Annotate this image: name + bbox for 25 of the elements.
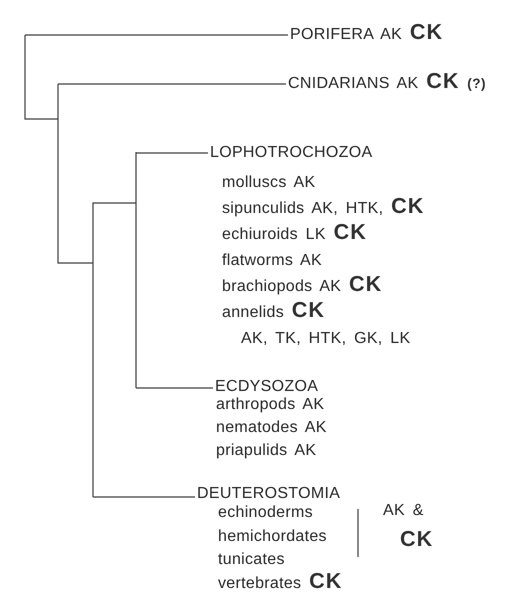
taxon-entry: nematodes AK: [216, 418, 327, 438]
taxon-entry: priapulids AK: [216, 441, 316, 461]
clade-label: CNIDARIANS AK CK (?): [288, 73, 486, 95]
clade-label: LOPHOTROCHOZOA: [210, 143, 372, 163]
clade-label: DEUTEROSTOMIA: [197, 487, 340, 501]
branch-line: [93, 496, 195, 498]
branch-line: [136, 152, 208, 154]
taxon-entry: echinoderms: [218, 503, 313, 523]
taxon-entry: annelids CK: [222, 300, 325, 324]
taxon-entry: AK, TK, HTK, GK, LK: [241, 329, 410, 349]
taxon-entry: echiuroids LK CK: [222, 222, 367, 246]
taxon-entry: sipunculids AK, HTK, CK: [222, 196, 424, 220]
taxon-entry: tunicates: [218, 550, 285, 570]
branch-line: [136, 387, 213, 389]
taxon-entry: molluscs AK: [222, 173, 316, 193]
clade-label: PORIFERA AK CK: [290, 24, 444, 46]
taxon-entry: flatworms AK: [222, 251, 322, 271]
branch-line: [25, 34, 288, 36]
branch-line: [58, 83, 286, 85]
clade-label: ECDYSOZOA: [215, 381, 318, 393]
taxon-entry: arthropods AK: [216, 395, 324, 415]
taxon-entry: brachiopods AK CK: [222, 274, 382, 298]
shared-note: AK & CK: [383, 501, 434, 553]
taxon-entry: hemichordates: [218, 526, 327, 546]
taxon-entry: vertebrates CK: [218, 572, 342, 594]
